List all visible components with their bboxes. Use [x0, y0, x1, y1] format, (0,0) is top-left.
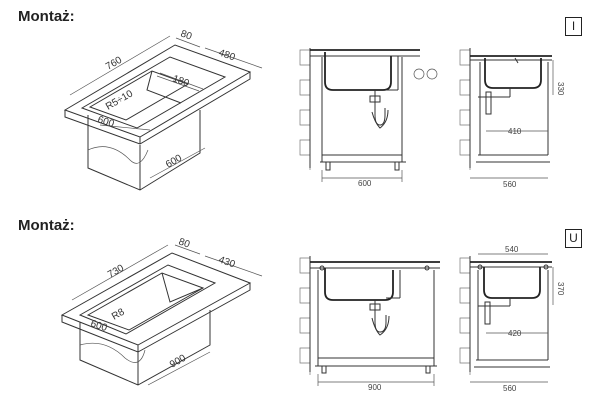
dim-front-cabinet: 600 — [358, 179, 372, 188]
front-view-top — [299, 48, 438, 182]
dim-radius: R5÷10 — [104, 88, 135, 112]
section-title-bottom: Montaż: — [18, 217, 75, 234]
dim-front-cabinet-b: 900 — [368, 383, 382, 392]
dim-width-b: 430 — [217, 254, 237, 270]
dim-radius-b: R8 — [110, 306, 127, 322]
mount-type-badge-bottom: U — [565, 229, 582, 248]
dim-length-b: 730 — [106, 263, 126, 281]
side-view-bottom — [459, 253, 554, 383]
dim-side-height: 330 — [556, 82, 565, 96]
section-title-top: Montaż: — [18, 8, 75, 25]
sink-3d-view-top — [63, 35, 263, 191]
dim-rim: 80 — [179, 28, 194, 42]
dim-side-depth: 410 — [508, 127, 522, 136]
sink-3d-view-bottom — [60, 244, 263, 386]
dim-cabinet: 600 — [164, 153, 184, 171]
dim-side-width-b: 540 — [505, 245, 519, 254]
dim-depth-b: 600 — [89, 318, 109, 334]
dim-side-cabinet-b: 560 — [503, 384, 517, 393]
dim-side-height-b: 370 — [556, 282, 565, 296]
dim-rim-b: 80 — [177, 236, 192, 250]
dim-side-cabinet: 560 — [503, 180, 517, 189]
mount-type-badge-top: I — [565, 17, 582, 36]
side-view-top — [459, 48, 554, 179]
dim-side-depth-b: 420 — [508, 329, 522, 338]
dim-cabinet-b: 900 — [168, 353, 188, 371]
dim-length: 760 — [104, 55, 124, 73]
dim-depth: 600 — [96, 114, 116, 130]
front-view-bottom — [299, 256, 440, 386]
